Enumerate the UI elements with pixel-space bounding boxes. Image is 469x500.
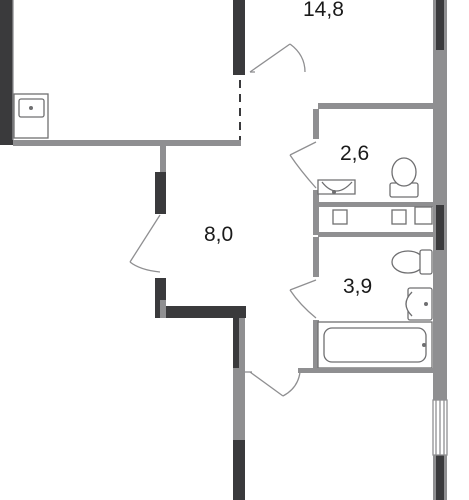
living-area-label: 14,8 <box>303 0 344 21</box>
hall-left-wall-lower <box>160 300 166 318</box>
living-door-icon <box>249 43 306 73</box>
toilet-basin-icon <box>317 179 356 195</box>
living-left-wall <box>233 0 245 75</box>
kitchen-left-wall <box>0 0 13 145</box>
hall-left-wall-dark-top <box>155 172 166 214</box>
toilet-bottom-wall <box>318 232 433 237</box>
bathroom-sink-icon <box>405 287 433 321</box>
bathroom-toilet-icon <box>391 249 433 275</box>
riser-icon <box>391 209 407 225</box>
entrance-door-icon <box>245 371 301 397</box>
hall-area-label: 8,0 <box>204 223 233 246</box>
bathroom-area-label: 3,9 <box>343 275 372 298</box>
riser-icon <box>414 206 433 225</box>
hall-left-wall-top <box>160 146 166 176</box>
bathtub-icon <box>317 321 433 369</box>
bathroom-door-icon <box>289 279 317 319</box>
bathroom-room <box>289 237 433 373</box>
bathroom-bottom-wall <box>298 368 433 373</box>
kitchen-room <box>0 0 241 146</box>
toilet-shelf-wall <box>318 202 433 207</box>
kitchen-sink-icon <box>13 93 49 139</box>
living-bottom-wall <box>318 103 433 109</box>
lower-vertical-wall-dark-bottom <box>233 440 245 500</box>
toilet-area-label: 2,6 <box>340 142 369 165</box>
hall-bottom-wall <box>166 306 246 318</box>
hall-walls <box>129 146 301 500</box>
hall-left-wall-dark-bottom <box>155 278 166 318</box>
toilet-room <box>289 109 433 237</box>
toilet-left-wall-top <box>313 109 319 139</box>
riser-icon <box>332 209 348 225</box>
bathroom-left-wall-top <box>313 237 319 277</box>
bathroom-left-wall-bottom <box>313 320 319 370</box>
right-exterior-wall <box>432 0 448 500</box>
kitchen-bottom-wall <box>13 140 241 146</box>
toilet-left-wall-bottom <box>313 190 319 235</box>
hall-door-icon <box>129 214 161 273</box>
toilet-bowl-icon <box>389 157 419 198</box>
lower-vertical-wall-dark <box>233 318 239 368</box>
toilet-door-icon <box>289 141 317 189</box>
